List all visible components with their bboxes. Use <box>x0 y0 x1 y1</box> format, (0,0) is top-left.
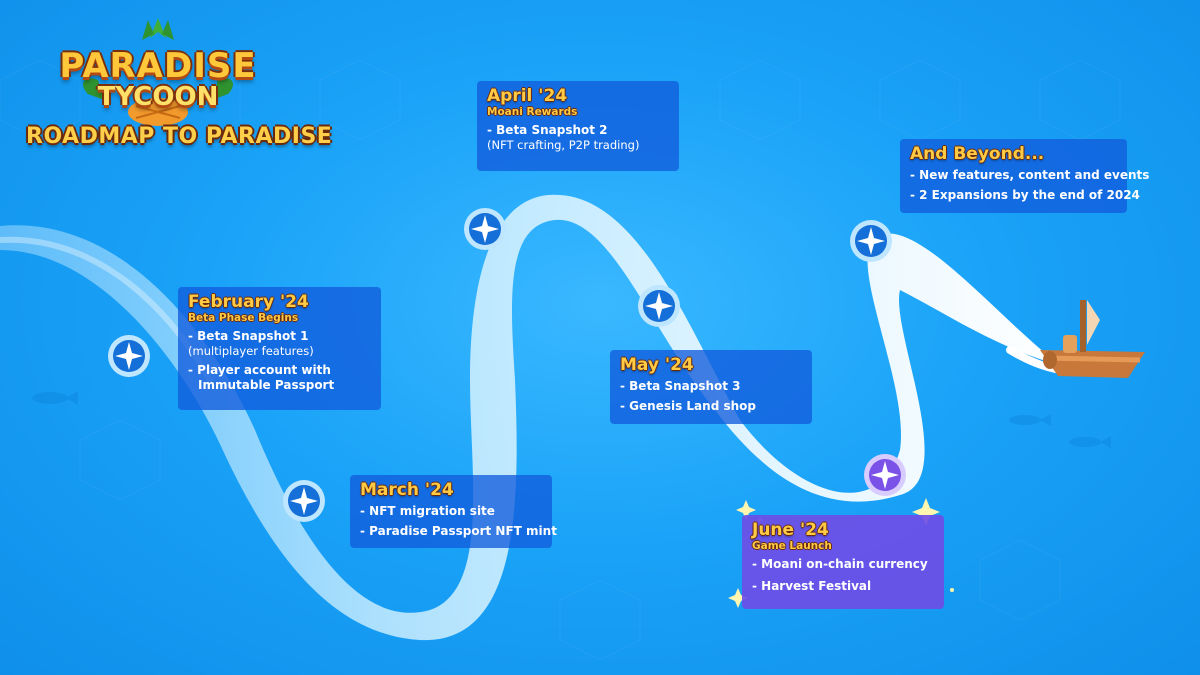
sparkle-star-icon <box>850 220 892 262</box>
milestone-item: - Player account with <box>188 363 331 377</box>
game-logo: PARADISE TYCOON <box>58 16 258 126</box>
milestone-item: - Beta Snapshot 1 <box>188 329 309 343</box>
river-path <box>0 194 1060 641</box>
milestone-title: April '24 <box>487 86 568 106</box>
boat-icon <box>1040 300 1145 378</box>
sparkle-star-icon <box>864 454 906 496</box>
milestone-subtitle: Beta Phase Begins <box>188 312 299 324</box>
logo-wordmark-top: PARADISE <box>59 46 257 86</box>
milestone-card-beyond: And Beyond... - New features, content an… <box>900 139 1150 213</box>
milestone-note: (NFT crafting, P2P trading) <box>487 138 640 152</box>
milestone-item: Immutable Passport <box>198 378 335 392</box>
milestone-card-february: February '24 Beta Phase Begins - Beta Sn… <box>178 287 381 410</box>
milestone-card-june: June '24 Game Launch - Moani on-chain cu… <box>742 515 944 609</box>
milestone-card-april: April '24 Moani Rewards - Beta Snapshot … <box>477 81 679 171</box>
milestone-item: - Genesis Land shop <box>620 399 756 413</box>
sparkle-star-icon <box>638 285 680 327</box>
sparkle-star-icon <box>464 208 506 250</box>
hex-pattern <box>0 59 1121 661</box>
milestone-subtitle: Moani Rewards <box>487 106 578 118</box>
milestone-item: - New features, content and events <box>910 168 1150 182</box>
milestone-subtitle: Game Launch <box>752 540 832 552</box>
milestone-title: March '24 <box>360 480 454 500</box>
milestone-note: (multiplayer features) <box>188 344 314 358</box>
milestone-item: - 2 Expansions by the end of 2024 <box>910 188 1140 202</box>
sparkle-star-icon <box>108 335 150 377</box>
page-title: ROADMAP TO PARADISE <box>26 124 333 149</box>
milestone-item: - Beta Snapshot 3 <box>620 379 741 393</box>
logo-wordmark-bottom: TYCOON <box>97 82 219 112</box>
milestone-item: - Harvest Festival <box>752 579 872 593</box>
milestone-item: - NFT migration site <box>360 504 495 518</box>
palm-leaves-icon <box>83 18 233 126</box>
milestone-card-march: March '24 - NFT migration site - Paradis… <box>350 475 557 548</box>
milestone-item: - Moani on-chain currency <box>752 557 928 571</box>
milestone-item: - Beta Snapshot 2 <box>487 123 608 137</box>
milestone-title: And Beyond... <box>910 144 1045 164</box>
milestone-item: - Paradise Passport NFT mint <box>360 524 557 538</box>
milestone-title: June '24 <box>752 520 829 540</box>
milestone-title: February '24 <box>188 292 309 312</box>
fish-silhouettes <box>32 391 1111 448</box>
milestone-title: May '24 <box>620 355 694 375</box>
sparkle-star-icon <box>283 480 325 522</box>
milestone-card-may: May '24 - Beta Snapshot 3 - Genesis Land… <box>610 350 812 424</box>
